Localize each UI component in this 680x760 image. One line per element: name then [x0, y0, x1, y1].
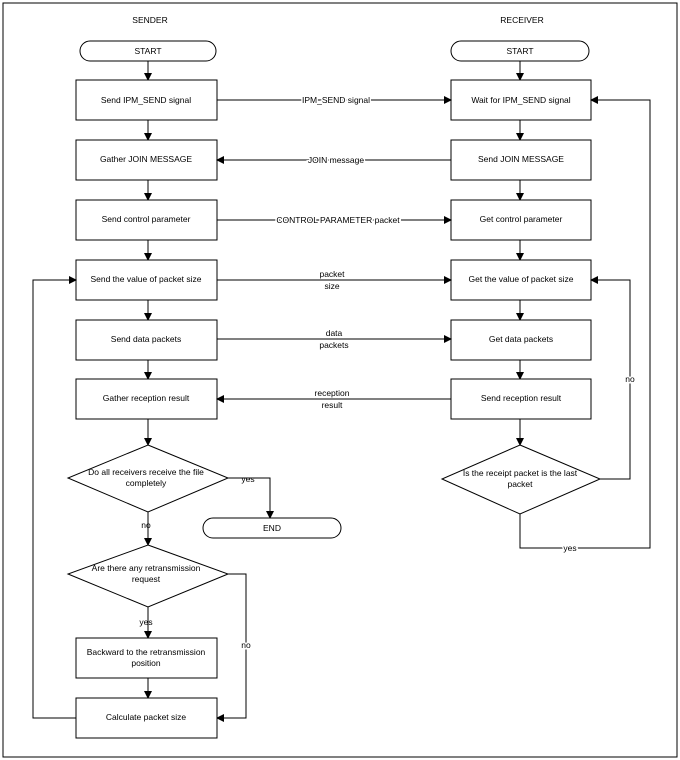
sender-start-terminal: START [79, 40, 217, 62]
send-result-label: Send reception result [481, 393, 562, 403]
decision-retrans-line2: request [132, 574, 161, 584]
decision-all-received: Do all receivers receive the file comple… [66, 444, 230, 513]
send-ipm-label: Send IPM_SEND signal [101, 95, 191, 105]
get-control-box: Get control parameter [450, 199, 592, 241]
get-packet-size-box: Get the value of packet size [450, 259, 592, 301]
yes-retrans-label: yes [139, 617, 152, 627]
decision-all-line2: completely [126, 478, 167, 488]
send-data-label: Send data packets [111, 334, 181, 344]
send-join-label: Send JOIN MESSAGE [478, 154, 564, 164]
arrow-no-to-calculate [216, 573, 247, 722]
arrow-yes-to-wait-ipm [519, 96, 651, 549]
decision-last-packet: Is the receipt packet is the last packet [440, 444, 602, 515]
arrow-no-to-get-packet-size [590, 276, 631, 480]
send-control-label: Send control parameter [102, 214, 191, 224]
decision-retransmission: Are there any retransmission request [66, 544, 230, 608]
no-retrans-label: no [241, 640, 251, 650]
end-label: END [263, 523, 281, 533]
yes-all-label: yes [241, 474, 254, 484]
msg-join-label: JOIN message [308, 155, 364, 165]
arrow-yes-to-end [228, 477, 274, 519]
send-control-box: Send control parameter [75, 199, 218, 241]
wait-ipm-box: Wait for IPM_SEND signal [450, 79, 592, 121]
get-data-label: Get data packets [489, 334, 553, 344]
sender-column-title: SENDER [132, 15, 167, 25]
decision-last-line1: Is the receipt packet is the last [463, 468, 578, 478]
no-all-label: no [141, 520, 151, 530]
gather-result-label: Gather reception result [103, 393, 190, 403]
msg-control-label: CONTROL PARAMETER packet [276, 215, 400, 225]
msg-data-line1: data [326, 328, 343, 338]
msg-result-line2: result [322, 400, 343, 410]
gather-join-box: Gather JOIN MESSAGE [75, 139, 218, 181]
msg-packet-size-line1: packet [319, 269, 345, 279]
calculate-size-box: Calculate packet size [75, 697, 218, 739]
calculate-size-label: Calculate packet size [106, 712, 187, 722]
backward-line1: Backward to the retransmission [87, 647, 206, 657]
decision-all-line1: Do all receivers receive the file [88, 467, 204, 477]
send-ipm-box: Send IPM_SEND signal [75, 79, 218, 121]
msg-result-line1: reception [315, 388, 350, 398]
wait-ipm-label: Wait for IPM_SEND signal [471, 95, 570, 105]
yes-last-label: yes [563, 543, 576, 553]
get-control-label: Get control parameter [480, 214, 563, 224]
end-terminal: END [202, 517, 342, 539]
send-packet-size-box: Send the value of packet size [75, 259, 218, 301]
get-data-box: Get data packets [450, 319, 592, 361]
arrow-loop-to-packet-size [32, 276, 77, 719]
send-data-box: Send data packets [75, 319, 218, 361]
decision-last-line2: packet [507, 479, 533, 489]
send-join-box: Send JOIN MESSAGE [450, 139, 592, 181]
gather-result-box: Gather reception result [75, 378, 218, 420]
receiver-start-label: START [506, 46, 533, 56]
receiver-column-title: RECEIVER [500, 15, 543, 25]
receiver-start-terminal: START [450, 40, 590, 62]
decision-retrans-line1: Are there any retransmission [92, 563, 201, 573]
msg-data-line2: packets [319, 340, 348, 350]
send-packet-size-label: Send the value of packet size [90, 274, 201, 284]
sender-start-label: START [134, 46, 161, 56]
msg-packet-size-line2: size [324, 281, 339, 291]
msg-ipm-label: IPM_SEND signal [302, 95, 370, 105]
backward-line2: position [131, 658, 161, 668]
gather-join-label: Gather JOIN MESSAGE [100, 154, 192, 164]
backward-box: Backward to the retransmission position [75, 637, 218, 679]
get-packet-size-label: Get the value of packet size [469, 274, 574, 284]
no-last-label: no [625, 374, 635, 384]
send-result-box: Send reception result [450, 378, 592, 420]
